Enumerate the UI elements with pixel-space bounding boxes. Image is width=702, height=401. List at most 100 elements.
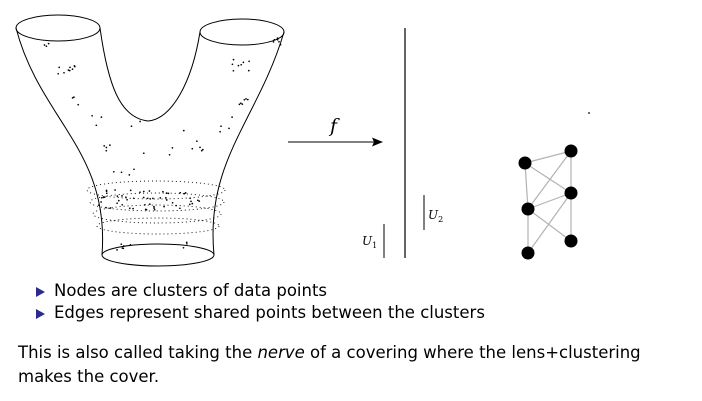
data-point <box>73 96 75 98</box>
data-point <box>149 198 152 200</box>
bullet-triangle-icon <box>36 309 45 319</box>
data-point <box>152 197 154 200</box>
data-point <box>237 64 240 67</box>
bottom-rim <box>101 243 215 267</box>
data-point <box>231 116 233 118</box>
data-point <box>47 42 50 45</box>
graph-node <box>564 234 578 248</box>
data-point <box>196 199 199 202</box>
data-point <box>182 129 185 132</box>
data-point <box>121 203 124 206</box>
data-point <box>98 204 100 206</box>
data-point <box>120 243 123 246</box>
mapper-diagram: f U1 U2 <box>15 14 590 267</box>
data-point <box>179 191 182 194</box>
data-point <box>71 97 74 99</box>
data-point <box>276 37 279 39</box>
data-point <box>142 190 145 193</box>
data-point <box>163 205 165 208</box>
data-point <box>279 43 282 46</box>
data-point <box>116 249 118 251</box>
data-point <box>58 66 61 69</box>
data-point <box>69 66 71 69</box>
data-point <box>245 98 247 100</box>
data-point <box>109 207 112 209</box>
data-point <box>191 202 194 205</box>
data-point <box>232 69 235 72</box>
data-point <box>200 149 203 152</box>
data-point <box>129 243 132 246</box>
data-point <box>122 245 125 247</box>
graph-node <box>564 144 578 158</box>
data-point <box>103 196 106 198</box>
data-point <box>102 196 105 199</box>
data-point <box>148 203 151 205</box>
data-point <box>132 197 135 200</box>
data-point <box>43 44 46 46</box>
data-point <box>73 65 76 68</box>
nerve-emphasis: nerve <box>257 343 305 362</box>
data-point <box>121 195 123 197</box>
data-point <box>133 168 135 171</box>
data-point <box>231 63 234 66</box>
data-point <box>67 69 70 71</box>
data-point <box>130 125 133 128</box>
bullet-list: Nodes are clusters of data points Edges … <box>36 280 485 324</box>
data-point <box>168 153 171 156</box>
data-point <box>228 127 230 130</box>
data-point <box>165 192 168 194</box>
data-point <box>77 103 80 106</box>
data-point <box>57 72 60 75</box>
data-point <box>191 147 194 150</box>
data-point <box>238 103 241 106</box>
data-point <box>63 71 65 74</box>
data-point <box>100 201 102 203</box>
stray-dot <box>588 112 590 114</box>
data-point <box>117 199 120 202</box>
cover-label-u2: U2 <box>428 208 443 224</box>
graph-node <box>518 156 532 170</box>
data-point <box>246 98 249 101</box>
surface-crotch <box>99 27 201 122</box>
data-point <box>139 120 141 123</box>
data-point <box>146 197 149 200</box>
data-point <box>126 198 128 201</box>
data-point <box>171 201 174 204</box>
data-point <box>242 61 245 64</box>
nerve-paragraph: This is also called taking the nerve of … <box>18 343 641 386</box>
data-point <box>105 146 108 149</box>
data-point <box>219 130 221 133</box>
data-point <box>179 207 181 210</box>
data-point <box>164 196 167 199</box>
data-point <box>182 246 185 249</box>
left-top-rim <box>15 14 101 42</box>
data-point <box>139 191 141 194</box>
data-point <box>273 38 276 41</box>
data-point <box>100 116 103 118</box>
data-point <box>129 189 132 192</box>
data-point <box>153 208 156 211</box>
graph-nodes <box>518 144 578 260</box>
data-point <box>241 103 244 105</box>
data-point <box>122 247 125 250</box>
data-point <box>68 69 71 72</box>
data-point <box>184 192 187 194</box>
data-point <box>276 38 279 41</box>
data-point <box>247 69 250 72</box>
data-point <box>278 40 280 43</box>
y-shaped-surface <box>15 14 285 267</box>
nerve-graph <box>518 144 578 260</box>
data-point <box>91 114 93 117</box>
data-point <box>142 152 145 155</box>
bullet-item-nodes: Nodes are clusters of data points <box>36 280 485 302</box>
lens-arrow <box>288 137 383 147</box>
data-point <box>105 149 108 152</box>
data-point <box>232 58 235 61</box>
data-point <box>186 242 188 245</box>
graph-node <box>521 202 535 216</box>
data-point <box>71 68 74 70</box>
data-point <box>116 202 118 205</box>
data-point <box>144 203 146 206</box>
data-point <box>128 174 131 176</box>
data-point <box>198 200 201 202</box>
